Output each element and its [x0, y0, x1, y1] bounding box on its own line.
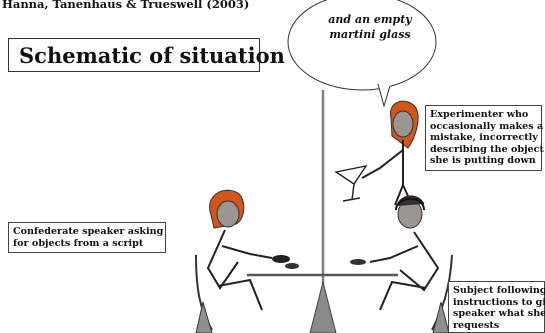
speech-bubble-line: and an empty: [328, 13, 412, 26]
subject-chair-leg: [432, 301, 450, 333]
table-object-2: [350, 259, 366, 265]
martini-glass-icon: [334, 164, 368, 202]
subject-figure: [369, 195, 453, 333]
subject-leg: [379, 280, 427, 311]
confederate-head: [216, 200, 240, 228]
citation: Hanna, Tanenhaus & Trueswell (2003): [2, 0, 250, 11]
confederate-hand: [272, 255, 290, 263]
experimenter-label: Experimenter who occasionally makes a mi…: [425, 105, 544, 171]
label-line: describing the object: [430, 143, 544, 155]
experimenter-body: [394, 140, 413, 206]
label-line: instructions to give: [453, 296, 545, 308]
table-object: [285, 263, 299, 269]
label-line: requests: [453, 319, 500, 331]
title-box: Schematic of situation: [8, 38, 285, 72]
confederate-leg: [217, 278, 263, 311]
speech-bubble-tail: [377, 83, 391, 108]
confederate-arm: [221, 245, 273, 259]
label-line: mistake, incorrectly: [430, 132, 538, 144]
experimenter-arm: [361, 149, 404, 179]
speech-bubble-text: and an empty martini glass: [305, 12, 435, 42]
subject-label: Subject following instructions to give s…: [448, 281, 545, 333]
experimenter-figure: [361, 100, 419, 206]
speech-bubble: [287, 0, 437, 91]
table-base: [309, 281, 337, 333]
label-line: Experimenter who: [430, 109, 529, 120]
label-line: she is putting down: [430, 155, 536, 167]
confederate-body: [206, 229, 239, 290]
label-line: Confederate speaker asking: [13, 226, 164, 237]
speech-bubble-line: martini glass: [329, 28, 411, 41]
confederate-label: Confederate speaker asking for objects f…: [8, 222, 166, 253]
label-line: occasionally makes a: [430, 120, 544, 132]
page-title: Schematic of situation: [19, 43, 285, 68]
confederate-figure: [195, 189, 290, 333]
subject-body: [399, 231, 440, 292]
experimenter-head: [392, 110, 414, 138]
label-line: Subject following: [453, 285, 545, 296]
subject-headset: [395, 197, 425, 211]
confederate-chair-leg: [195, 301, 213, 333]
label-line: for objects from a script: [13, 237, 144, 249]
label-line: speaker what she: [453, 308, 545, 320]
subject-arm: [369, 245, 419, 263]
